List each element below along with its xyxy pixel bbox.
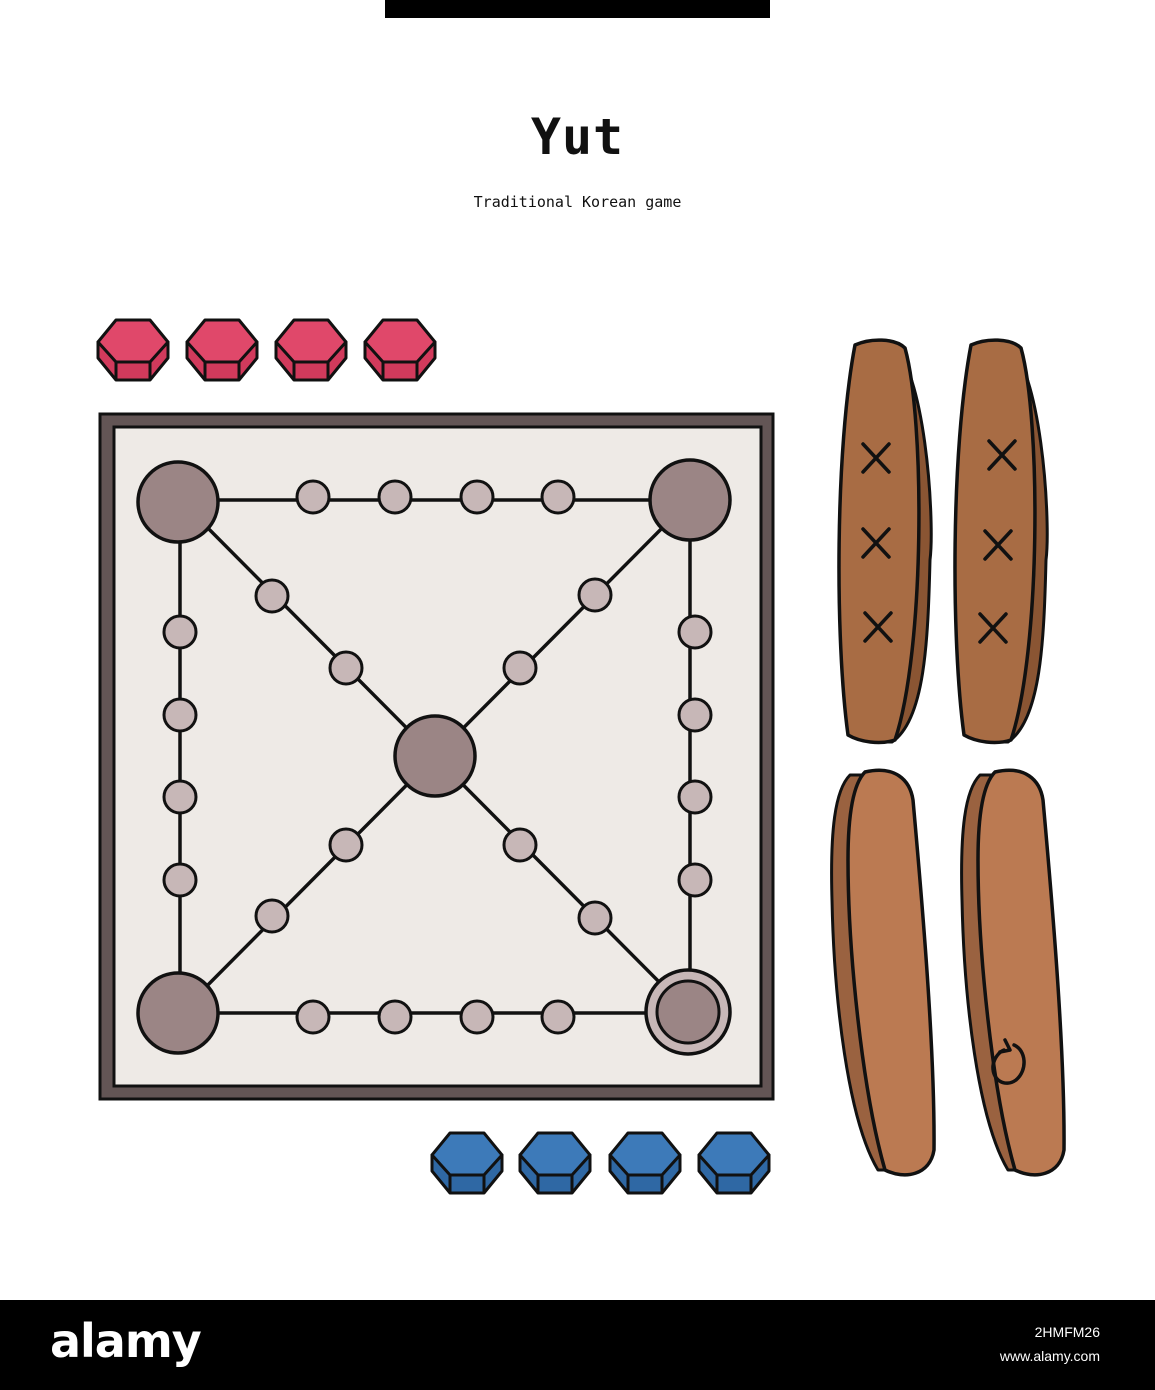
board-station-small[interactable] xyxy=(459,999,495,1035)
center-station[interactable] xyxy=(393,714,477,798)
board-station-small[interactable] xyxy=(254,898,290,934)
board-station-small[interactable] xyxy=(502,650,538,686)
board-stations xyxy=(136,458,732,1056)
x-icon xyxy=(987,439,1017,471)
board-station-small[interactable] xyxy=(162,779,198,815)
blue-team-piece[interactable] xyxy=(430,1131,504,1195)
board-station-small[interactable] xyxy=(254,578,290,614)
footer-meta: 2HMFM26 www.alamy.com xyxy=(1000,1320,1100,1368)
red-team-piece[interactable] xyxy=(363,318,437,382)
x-icon xyxy=(861,527,891,559)
image-id: 2HMFM26 xyxy=(1034,1324,1100,1340)
x-icon xyxy=(983,529,1013,561)
corner-station-top-left[interactable] xyxy=(136,460,220,544)
corner-station-top-right[interactable] xyxy=(648,458,732,542)
page-subtitle: Traditional Korean game xyxy=(473,193,682,211)
red-team-pieces[interactable] xyxy=(96,318,437,382)
board-station-small[interactable] xyxy=(540,999,576,1035)
board-station-small[interactable] xyxy=(459,479,495,515)
site-url: www.alamy.com xyxy=(999,1348,1100,1364)
footer-bar: alamy 2HMFM26 www.alamy.com xyxy=(0,1300,1155,1390)
red-team-piece[interactable] xyxy=(185,318,259,382)
board-station-small[interactable] xyxy=(677,862,713,898)
yut-stick-flat[interactable] xyxy=(837,338,933,745)
x-icon xyxy=(863,611,893,643)
red-team-piece[interactable] xyxy=(96,318,170,382)
page-title: Yut xyxy=(530,108,625,166)
board-station-small[interactable] xyxy=(162,614,198,650)
board-station-small[interactable] xyxy=(328,827,364,863)
board-station-small[interactable] xyxy=(540,479,576,515)
yut-stick-round[interactable] xyxy=(830,768,936,1177)
top-banner-bar xyxy=(385,0,770,18)
board-station-small[interactable] xyxy=(677,779,713,815)
board-station-small[interactable] xyxy=(377,479,413,515)
blue-team-piece[interactable] xyxy=(608,1131,682,1195)
board-station-small[interactable] xyxy=(677,697,713,733)
yut-board xyxy=(98,412,775,1101)
board-station-small[interactable] xyxy=(162,697,198,733)
corner-station-bottom-left[interactable] xyxy=(136,971,220,1055)
board-station-small[interactable] xyxy=(162,862,198,898)
board-station-small[interactable] xyxy=(502,827,538,863)
yut-stick-round[interactable] xyxy=(960,768,1066,1177)
board-station-small[interactable] xyxy=(677,614,713,650)
blue-team-piece[interactable] xyxy=(697,1131,771,1195)
yut-sticks[interactable] xyxy=(830,338,1066,1177)
yut-stick-flat[interactable] xyxy=(953,338,1049,745)
board-station-small[interactable] xyxy=(377,999,413,1035)
back-do-icon xyxy=(991,1038,1026,1085)
board-station-small[interactable] xyxy=(577,900,613,936)
red-team-piece[interactable] xyxy=(274,318,348,382)
blue-team-piece[interactable] xyxy=(518,1131,592,1195)
blue-team-pieces[interactable] xyxy=(430,1131,771,1195)
x-icon xyxy=(978,612,1008,644)
corner-station-bottom-right-inner xyxy=(655,979,721,1045)
x-icon xyxy=(861,442,891,474)
board-station-small[interactable] xyxy=(328,650,364,686)
board-station-small[interactable] xyxy=(295,479,331,515)
board-station-small[interactable] xyxy=(577,577,613,613)
footer-logo: alamy xyxy=(50,1314,202,1368)
board-station-small[interactable] xyxy=(295,999,331,1035)
